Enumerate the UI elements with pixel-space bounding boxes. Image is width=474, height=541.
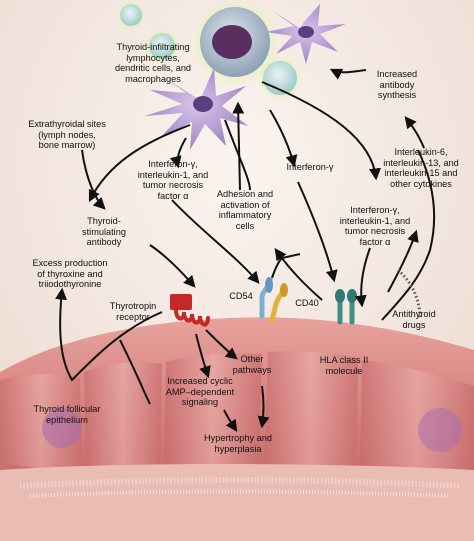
dendritic-cell-nucleus xyxy=(298,26,314,38)
pathway-arrows xyxy=(55,68,436,432)
lymphocyte-cell xyxy=(149,33,175,59)
immune-cells xyxy=(116,0,346,150)
arrow-antibody-to-receptor xyxy=(149,244,196,288)
label-cyclic-amp-signaling: Increased cyclic AMP–dependent signaling xyxy=(165,376,235,408)
dendritic-cell-nucleus xyxy=(193,96,213,112)
arrow-camp-left-curve xyxy=(119,339,151,405)
label-ifn-il1-tnf-right: Interferon-γ, interleukin-1, and tumor n… xyxy=(339,205,411,247)
label-antithyroid-drugs: Antithyroid drugs xyxy=(392,309,436,330)
arrow-cells-to-cytokines-right xyxy=(261,81,381,181)
label-extrathyroidal-sites: Extrathyroidal sites (lymph nodes, bone … xyxy=(28,119,106,151)
arrow-cells-to-antibody xyxy=(88,124,191,203)
label-thyrotropin-receptor: Thyrotropin receptor xyxy=(109,301,157,322)
arrow-cells-to-adhesion xyxy=(224,119,251,191)
lymphocyte-cell xyxy=(120,4,142,26)
label-ifn-il1-tnf-left: Interferon-γ, interleukin-1, and tumor n… xyxy=(137,159,209,201)
label-thyroid-infiltrating-cells: Thyroid-infiltrating lymphocytes, dendri… xyxy=(114,42,192,84)
arrow-receptor-to-camp xyxy=(195,333,211,379)
label-increased-antibody-synthesis: Increased antibody synthesis xyxy=(376,69,418,101)
arrow-hla-to-adhesion xyxy=(274,248,323,301)
antithyroid-inhibition-arc xyxy=(397,268,422,319)
arrow-interferon-to-hla xyxy=(297,181,338,283)
macrophage-nucleus xyxy=(212,25,252,59)
label-adhesion-activation: Adhesion and activation of inflammatory … xyxy=(216,189,274,231)
membrane-receptors xyxy=(170,277,357,327)
arrow-extrathyroidal-to-antibody xyxy=(81,149,106,210)
arrow-other-to-hypertrophy xyxy=(257,385,270,429)
arrow-adhesion-to-cells xyxy=(232,101,245,191)
arrow-up-to-interleukins xyxy=(387,229,419,293)
label-thyroid-follicular-epithelium: Thyroid follicular epithelium xyxy=(33,404,101,425)
arrow-receptor-to-other-pathways xyxy=(205,329,238,360)
arrow-cytokines-to-hla xyxy=(354,247,371,308)
arrow-to-interferon xyxy=(269,109,298,168)
label-hypertrophy-hyperplasia: Hypertrophy and hyperplasia xyxy=(204,433,272,454)
arrow-receptor-to-excess-production xyxy=(55,287,163,382)
thyrotropin-receptor-shape xyxy=(170,294,192,310)
arrow-antibody-to-lymphocytes xyxy=(329,68,367,80)
arrow-camp-to-hypertrophy xyxy=(223,409,238,432)
arrow-cytokines-to-cd54 xyxy=(171,199,260,284)
label-cd40: CD40 xyxy=(295,298,319,308)
label-other-pathways: Other pathways xyxy=(232,354,272,375)
label-excess-production: Excess production of thyroxine and triio… xyxy=(32,258,108,290)
label-thyroid-stimulating-antibody: Thyroid- stimulating antibody xyxy=(82,216,126,248)
arrow-lower-right xyxy=(381,149,436,321)
label-hla-class-ii: HLA class II molecule xyxy=(319,355,369,376)
thyroid-follicular-epithelium-illustration xyxy=(0,317,474,541)
arrow-to-increased-antibody xyxy=(404,116,425,149)
label-cd54: CD54 xyxy=(229,291,253,301)
label-interferon-gamma: Interferon-γ xyxy=(286,162,334,172)
arrow-cells-to-cytokines-left xyxy=(169,137,187,169)
label-interleukins-other-cytokines: Interleukin-6, interleukin-13, and inter… xyxy=(383,147,459,189)
